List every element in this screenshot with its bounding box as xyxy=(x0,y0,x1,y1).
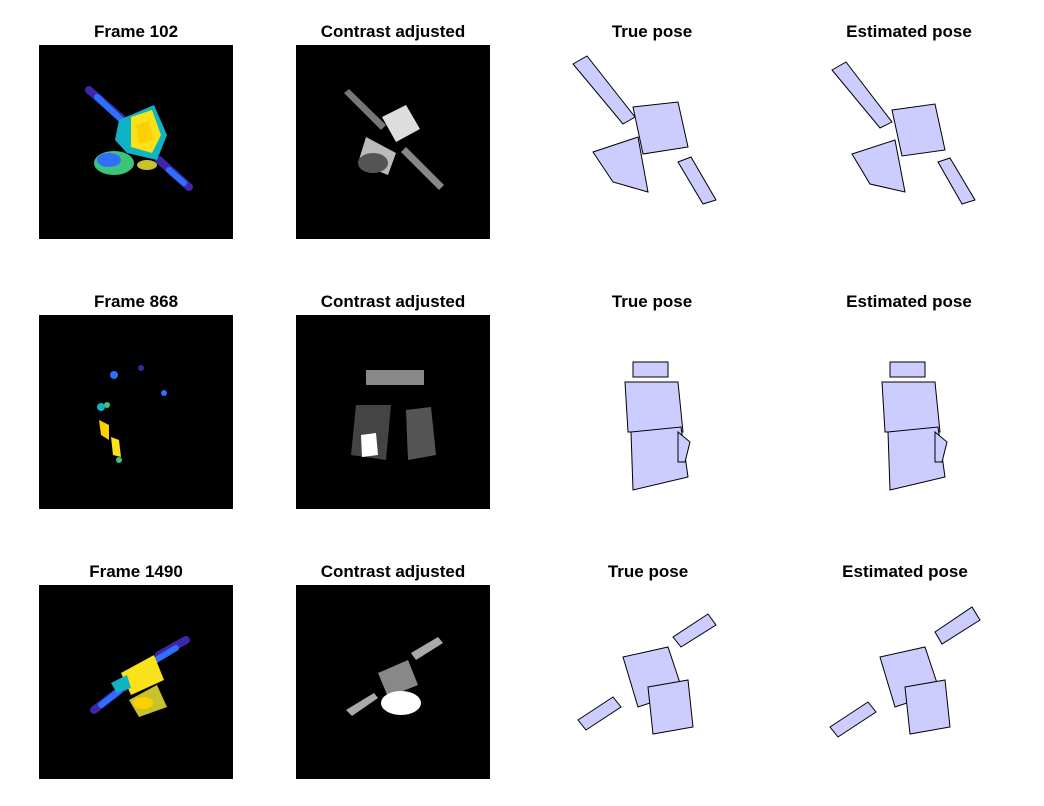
true-pose-title: True pose xyxy=(611,292,693,311)
true-pose-title: True pose xyxy=(611,22,693,41)
event-frame-image xyxy=(39,315,233,509)
true-pose-render xyxy=(553,592,753,792)
true-pose-render xyxy=(553,322,753,522)
contrast-adjusted-image xyxy=(296,45,490,239)
true-pose-render xyxy=(553,52,753,252)
estimated-pose-render xyxy=(810,322,1010,522)
contrast-title: Contrast adjusted xyxy=(320,562,466,581)
true-pose-title: True pose xyxy=(607,562,689,581)
contrast-title: Contrast adjusted xyxy=(320,22,466,41)
contrast-adjusted-image xyxy=(296,315,490,509)
frame-title: Frame 102 xyxy=(93,22,179,41)
estimated-pose-title: Estimated pose xyxy=(842,562,968,581)
event-frame-image xyxy=(39,45,233,239)
frame-title: Frame 1490 xyxy=(89,562,183,581)
estimated-pose-title: Estimated pose xyxy=(846,22,972,41)
event-frame-image xyxy=(39,585,233,779)
frame-title: Frame 868 xyxy=(93,292,179,311)
estimated-pose-render xyxy=(810,592,1010,792)
contrast-title: Contrast adjusted xyxy=(320,292,466,311)
estimated-pose-render xyxy=(810,52,1010,252)
contrast-adjusted-image xyxy=(296,585,490,779)
estimated-pose-title: Estimated pose xyxy=(846,292,972,311)
